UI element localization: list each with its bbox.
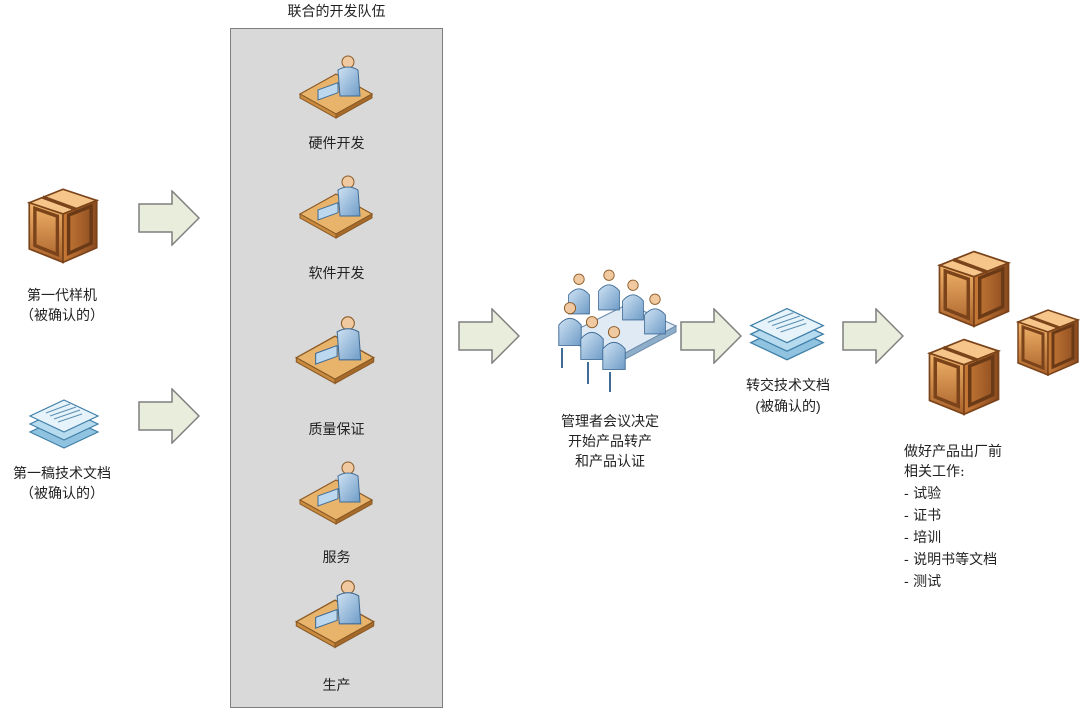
service-icon: [296, 456, 376, 526]
production-icon: [292, 574, 378, 650]
transfer-docs-icon: [744, 300, 830, 364]
transfer-docs-label-line2: (被确认的): [755, 398, 821, 414]
arrow-right-icon: [842, 308, 904, 364]
prep-heading-line1: 做好产品出厂前: [904, 444, 1002, 460]
role-hardware: 硬件开发: [308, 136, 365, 152]
meeting-label-line1: 管理者会议决定: [561, 414, 659, 430]
prep-item: - 测试: [904, 574, 942, 590]
quality-assurance-icon: [292, 310, 378, 386]
prep-heading-line2: 相关工作:: [904, 464, 965, 480]
arrow-right-icon: [138, 388, 200, 444]
docs-label-line1: 第一稿技术文档: [13, 466, 111, 482]
team-title: 联合的开发队伍: [287, 4, 386, 20]
prep-item: - 培训: [904, 530, 942, 546]
arrow-right-icon: [138, 190, 200, 246]
role-software: 软件开发: [308, 266, 365, 282]
arrow-right-icon: [458, 308, 520, 364]
product-crate-icon: [1008, 294, 1086, 386]
hardware-dev-icon: [296, 50, 376, 120]
meeting-label-line2: 开始产品转产: [568, 434, 652, 450]
meeting-label-line3: 和产品认证: [575, 454, 645, 470]
prototype-label-line1: 第一代样机: [27, 288, 97, 304]
prototype-crate-icon: [18, 178, 108, 268]
role-qa: 质量保证: [308, 422, 365, 438]
role-production: 生产: [322, 678, 351, 694]
software-dev-icon: [296, 170, 376, 240]
transfer-docs-label-line1: 转交技术文档: [746, 378, 830, 394]
prototype-label-line2: （被确认的）: [20, 308, 104, 324]
product-crate-icon: [918, 328, 1010, 420]
prep-item: - 证书: [904, 508, 942, 524]
prep-item: - 说明书等文档: [904, 552, 998, 568]
role-service: 服务: [322, 550, 351, 566]
prep-item: - 试验: [904, 486, 942, 502]
docs-label-line2: （被确认的）: [20, 486, 104, 502]
management-meeting-icon: [558, 269, 678, 392]
first-draft-docs-icon: [24, 392, 104, 452]
arrow-right-icon: [680, 308, 742, 364]
product-crate-icon: [928, 240, 1020, 332]
